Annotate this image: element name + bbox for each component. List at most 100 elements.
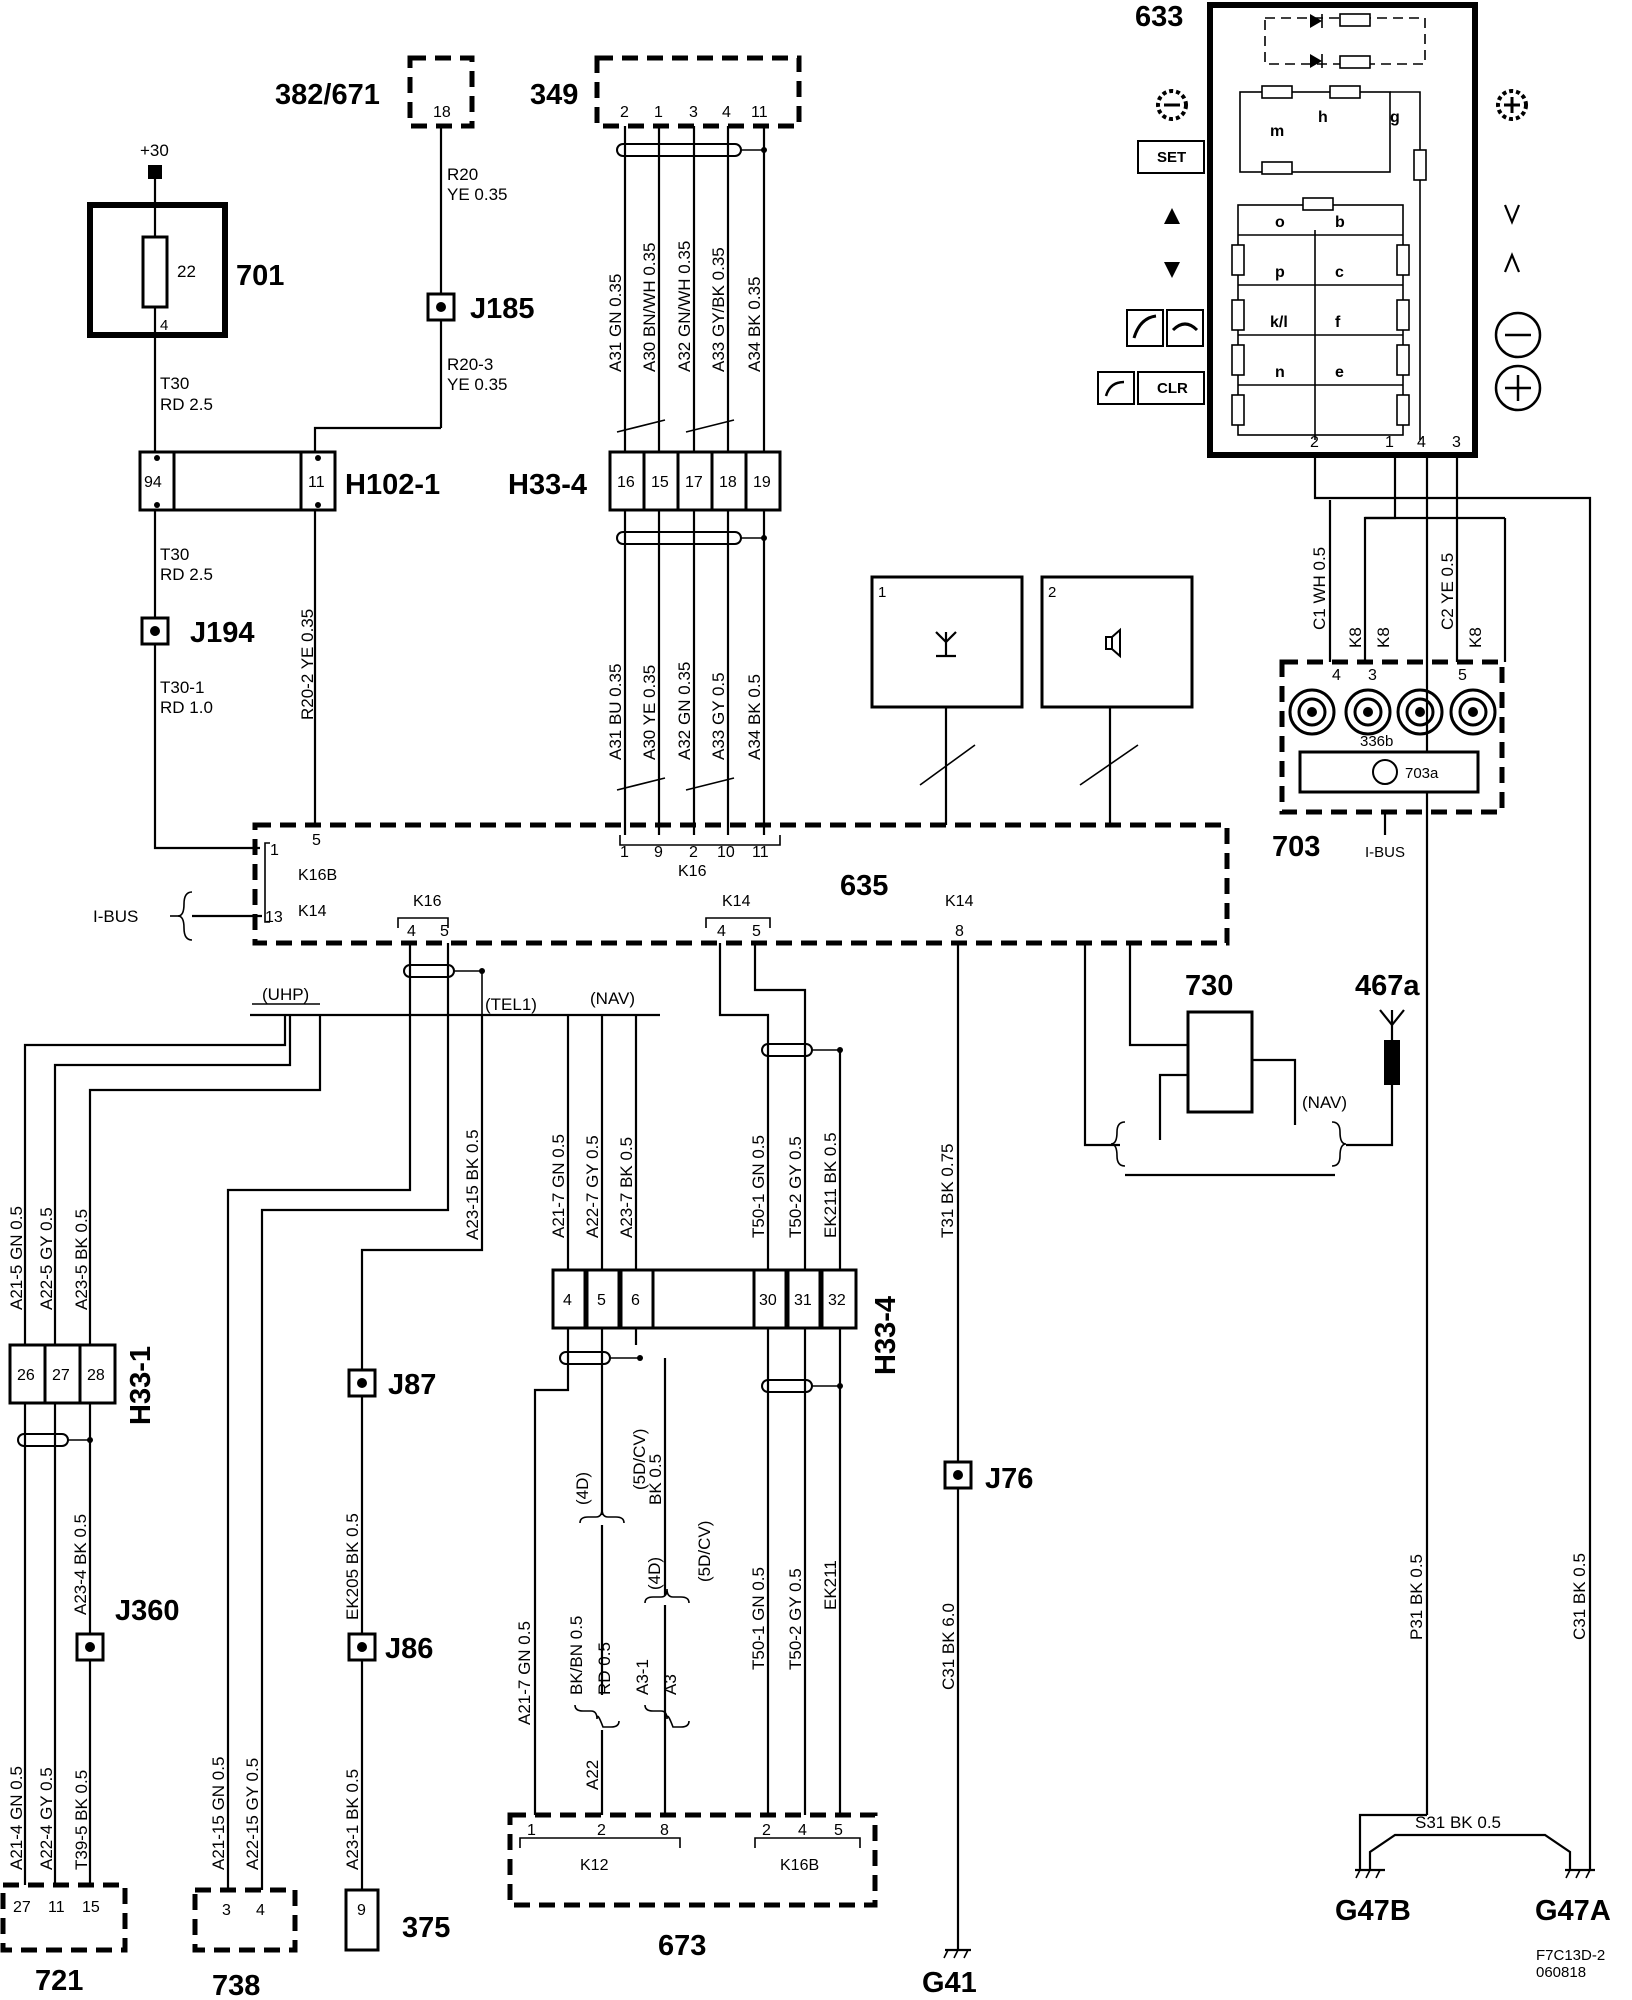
label-j194: J194: [190, 617, 255, 649]
sub-box-antenna: [870, 575, 1024, 709]
pin-673-k16b-5: 5: [834, 1822, 843, 1839]
pin-673-k12-2: 2: [597, 1822, 606, 1839]
bundle-top: A31 GN 0.35 A30 BN/WH 0.35 A32 GN/WH 0.3…: [606, 126, 767, 452]
pin-k16-1: 1: [620, 844, 629, 861]
label-382-671: 382/671: [275, 79, 380, 111]
pin-h33-6: 6: [631, 1292, 640, 1309]
label-635: 635: [840, 870, 888, 902]
wire-a30-mid: A30 YE 0.35: [640, 665, 659, 760]
variant-tel1: (TEL1): [485, 995, 537, 1014]
wire-bk-bn: BK/BN 0.5: [567, 1616, 586, 1695]
switch-n: n: [1275, 364, 1285, 381]
pin-349-3: 3: [689, 104, 698, 121]
ibus-703: I-BUS: [1365, 844, 1405, 861]
pin-721-27: 27: [13, 1899, 31, 1916]
voice-icon: [1097, 371, 1135, 405]
ground-g47a-icon: [1565, 1868, 1595, 1879]
label-h33-4-mid: H33-4: [870, 1296, 902, 1375]
wire-a21-4: A21-4 GN 0.5: [7, 1766, 26, 1870]
wire-t30: T30: [160, 374, 189, 393]
pin-738-4: 4: [256, 1902, 265, 1919]
switch-f: f: [1335, 314, 1341, 331]
component-721: 27 11 15 721: [0, 1882, 128, 1997]
fuse-icon: [141, 235, 169, 309]
switch-k-l: k/l: [1270, 314, 1288, 331]
wire-a21-7-low: A21-7 GN 0.5: [515, 1621, 534, 1725]
variant-5d-cv-2: (5D/CV): [695, 1521, 714, 1582]
connector-k16-top: K16: [678, 863, 707, 880]
wire-a32-mid: A32 GN 0.35: [675, 662, 694, 760]
pin-673-k12-1: 1: [527, 1822, 536, 1839]
label-j360: J360: [115, 1595, 180, 1627]
connector-h102-1: 94 11 H102-1: [138, 450, 440, 512]
fuse-number: 22: [177, 262, 196, 281]
wire-a21-7: A21-7 GN 0.5: [549, 1134, 568, 1238]
wire-c31-right: C31 BK 0.5: [1570, 1553, 1589, 1640]
variant-5d-cv: (5D/CV): [630, 1429, 649, 1490]
pin-h102-11: 11: [308, 474, 325, 491]
plus-circle-icon: [1494, 364, 1542, 412]
wire-t30b: T30: [160, 545, 189, 564]
connector-k14-mid: K14: [722, 893, 751, 910]
pin-k14-1: 1: [270, 842, 279, 859]
label-j87: J87: [388, 1369, 436, 1401]
ground-g41-icon: [943, 1948, 971, 1959]
wire-a23-7: A23-7 BK 0.5: [617, 1137, 636, 1238]
connector-k14-right: K14: [945, 893, 974, 910]
label-673: 673: [658, 1930, 706, 1962]
wire-t50-1-low: T50-1 GN 0.5: [749, 1567, 768, 1670]
pin-h33-16: 16: [617, 474, 635, 491]
label-703: 703: [1272, 831, 1320, 863]
wire-a21-5: A21-5 GN 0.5: [7, 1206, 26, 1310]
arrow-down-icon: [1164, 262, 1180, 278]
label-g47b: G47B: [1335, 1895, 1411, 1927]
plus30-label: +30: [140, 141, 169, 160]
transistor-icon: [1372, 759, 1398, 785]
wire-c31-low: C31 BK 6.0: [939, 1603, 958, 1690]
switch-h: h: [1318, 109, 1328, 126]
pin-h33-1-27: 27: [52, 1367, 70, 1384]
pin-738-3: 3: [222, 1902, 231, 1919]
wire-a3: A3: [661, 1674, 680, 1695]
wire-a22-4: A22-4 GY 0.5: [37, 1767, 56, 1870]
footer-code-2: 060818: [1536, 1964, 1586, 1981]
splice-j360: [75, 1632, 105, 1662]
pin-k16-9: 9: [654, 844, 663, 861]
component-673: 1 2 8 K12 2 4 5 K16B 673: [507, 1812, 878, 1962]
pin-673-k16b-4: 4: [798, 1822, 807, 1839]
wire-t30-color: RD 2.5: [160, 395, 213, 414]
switch-c: c: [1335, 264, 1344, 281]
pin-349-1: 1: [654, 104, 663, 121]
pin-h33-15: 15: [651, 474, 669, 491]
variant-nav: (NAV): [590, 989, 635, 1008]
coil-icons: [1288, 688, 1497, 736]
pin-633-4: 4: [1417, 434, 1426, 451]
wire-a22-15: A22-15 GY 0.5: [243, 1758, 262, 1870]
connector-k14-left: K14: [298, 903, 327, 920]
component-701: +30 22 4 701: [87, 141, 284, 338]
wire-k8-a: K8: [1346, 627, 1365, 648]
label-349: 349: [530, 79, 578, 111]
wire-a23-5: A23-5 BK 0.5: [72, 1209, 91, 1310]
pin-633-1: 1: [1385, 434, 1394, 451]
label-701: 701: [236, 260, 284, 292]
pin-673-k16b-2: 2: [762, 1822, 771, 1839]
footer-code-1: F7C13D-2: [1536, 1947, 1605, 1964]
connector-h33-1: 26 27 28 H33-1: [8, 1343, 157, 1425]
switch-m: m: [1270, 123, 1284, 140]
wire-t30-1-color: RD 1.0: [160, 698, 213, 717]
pin-h33-30: 30: [759, 1292, 777, 1309]
pin-h33-1-26: 26: [17, 1367, 35, 1384]
wire-a23-1: A23-1 BK 0.5: [343, 1769, 362, 1870]
wire-a32-top: A32 GN/WH 0.35: [675, 241, 694, 372]
label-g47a: G47A: [1535, 1895, 1611, 1927]
volume-icons: [1494, 204, 1542, 412]
box-701: [87, 202, 228, 338]
wire-a34-mid: A34 BK 0.5: [745, 674, 764, 760]
pin-k16b-5: 5: [312, 832, 321, 849]
wire-a22-7: A22-7 GY 0.5: [583, 1135, 602, 1238]
connector-k16-bottom: K16: [413, 893, 442, 910]
label-633: 633: [1135, 1, 1183, 33]
wire-k8-c: K8: [1466, 627, 1485, 648]
